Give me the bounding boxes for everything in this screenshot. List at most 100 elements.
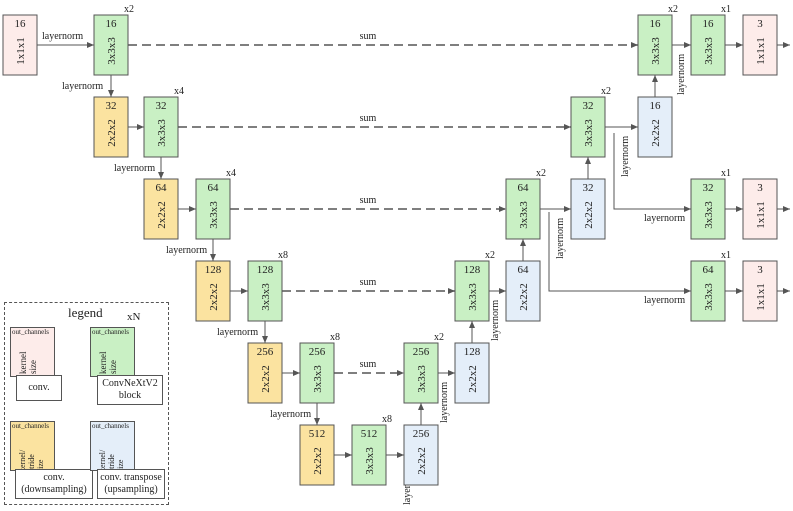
legend-out-channels: out_channels <box>12 328 49 336</box>
legend-out-channels: out_channels <box>92 422 129 430</box>
block-repeat-count: x4 <box>174 86 184 97</box>
block-up: 256 2x2x2 <box>403 424 439 486</box>
block-channels: 64 <box>208 182 220 194</box>
block-kernel: 2x2x2 <box>467 365 479 393</box>
legend-up-swatch: out_channels kernel/ stride size <box>90 421 135 472</box>
block-body <box>143 96 179 158</box>
legend-down-label: conv. (downsampling) <box>15 469 93 499</box>
block-kernel: 3x3x3 <box>208 201 220 229</box>
block-body <box>570 96 606 158</box>
block-kernel: 2x2x2 <box>518 283 530 311</box>
block-body <box>403 424 439 486</box>
block-channels: 16 <box>650 18 662 30</box>
block-kernel: 2x2x2 <box>156 201 168 229</box>
block-repeat-count: x2 <box>124 4 134 15</box>
block-channels: 128 <box>257 264 274 276</box>
block-convnext: 16 3x3x3 x2 <box>637 4 678 76</box>
block-kernel: 1x1x1 <box>755 201 767 229</box>
block-body <box>93 14 129 76</box>
block-kernel: 3x3x3 <box>518 201 530 229</box>
block-kernel: 3x3x3 <box>260 283 272 311</box>
sum-label: sum <box>360 359 377 370</box>
connection-arrow <box>613 133 691 212</box>
block-conv: 16 1x1x1 <box>2 14 38 76</box>
layernorm-label: layernorm <box>217 327 258 338</box>
layernorm-label: layernorm <box>490 300 501 341</box>
legend-conv-swatch: out_channels kernel size <box>10 327 55 377</box>
layernorm-label: layernorm <box>166 245 207 256</box>
layernorm-label: layernorm <box>644 295 685 306</box>
layernorm-label: layernorm <box>676 54 687 95</box>
block-body <box>690 14 726 76</box>
block-body <box>505 178 541 240</box>
block-kernel: 1x1x1 <box>755 37 767 65</box>
block-body <box>454 260 490 322</box>
block-kernel: 2x2x2 <box>208 283 220 311</box>
block-body <box>454 342 490 404</box>
layernorm-label: layernorm <box>114 163 155 174</box>
block-repeat-count: x4 <box>226 168 236 179</box>
block-channels: 16 <box>703 18 715 30</box>
legend-kernel-size: kernel size <box>18 351 38 375</box>
block-repeat-count: x1 <box>721 168 731 179</box>
block-channels: 64 <box>703 264 715 276</box>
block-channels: 256 <box>413 428 430 440</box>
layernorm-label: layernorm <box>555 218 566 259</box>
block-convnext: 64 3x3x3 x4 <box>195 168 236 240</box>
block-body <box>637 14 673 76</box>
block-kernel: 1x1x1 <box>15 37 27 65</box>
block-body <box>742 178 778 240</box>
block-kernel: 2x2x2 <box>416 447 428 475</box>
block-body <box>299 342 335 404</box>
block-channels: 512 <box>361 428 378 440</box>
sum-label: sum <box>360 113 377 124</box>
block-repeat-count: x2 <box>485 250 495 261</box>
block-channels: 3 <box>757 182 763 194</box>
legend-down-swatch: out_channels kernel/ stride size <box>10 421 55 472</box>
block-repeat-count: x2 <box>536 168 546 179</box>
block-channels: 3 <box>757 264 763 276</box>
legend-out-channels: out_channels <box>12 422 49 430</box>
block-channels: 64 <box>518 182 530 194</box>
block-body <box>195 178 231 240</box>
block-body <box>351 424 387 486</box>
block-body <box>143 178 179 240</box>
block-body <box>742 260 778 322</box>
layernorm-label: layernorm <box>270 409 311 420</box>
block-kernel: 2x2x2 <box>650 119 662 147</box>
block-channels: 64 <box>156 182 168 194</box>
block-channels: 3 <box>757 18 763 30</box>
block-channels: 512 <box>309 428 326 440</box>
block-repeat-count: x8 <box>278 250 288 261</box>
block-kernel: 2x2x2 <box>106 119 118 147</box>
block-kernel: 3x3x3 <box>364 447 376 475</box>
legend-title: legend <box>68 305 103 320</box>
block-repeat-count: x2 <box>434 332 444 343</box>
block-body <box>637 96 673 158</box>
block-kernel: 2x2x2 <box>260 365 272 393</box>
block-kernel: 3x3x3 <box>156 119 168 147</box>
block-channels: 16 <box>15 18 27 30</box>
block-repeat-count: x2 <box>668 4 678 15</box>
legend-up-label: conv. transpose (upsampling) <box>97 469 165 499</box>
block-channels: 16 <box>650 100 662 112</box>
block-kernel: 3x3x3 <box>703 283 715 311</box>
block-kernel: 3x3x3 <box>703 201 715 229</box>
legend-convnext-swatch: out_channels kernel size <box>90 327 135 377</box>
block-channels: 32 <box>156 100 167 112</box>
legend-kernel-size: kernel size <box>98 351 118 375</box>
block-kernel: 3x3x3 <box>650 37 662 65</box>
legend-out-channels: out_channels <box>92 328 129 336</box>
block-body <box>690 178 726 240</box>
block-body <box>195 260 231 322</box>
